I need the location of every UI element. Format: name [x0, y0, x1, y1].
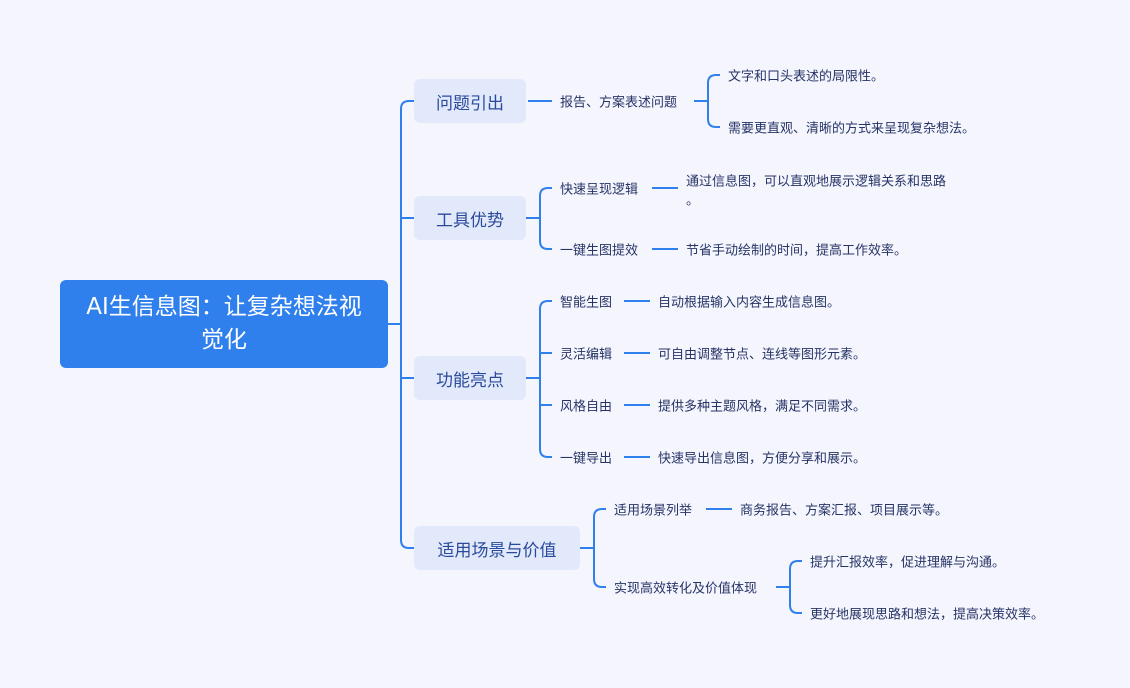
leaf-node[interactable]: 快速导出信息图，方便分享和展示。 [658, 451, 867, 467]
branch-node-advantages[interactable]: 工具优势 [414, 196, 526, 240]
branch-label: 功能亮点 [436, 370, 504, 391]
subtopic-node[interactable]: 一键生图提效 [560, 243, 639, 259]
leaf-node[interactable]: 可自由调整节点、连线等图形元素。 [658, 347, 867, 363]
subtopic-node[interactable]: 报告、方案表述问题 [560, 95, 678, 111]
leaf-node[interactable]: 自动根据输入内容生成信息图。 [658, 295, 841, 311]
leaf-node[interactable]: 通过信息图，可以直观地展示逻辑关系和思路 [686, 174, 947, 190]
leaf-node[interactable]: 更好地展现思路和想法，提高决策效率。 [810, 607, 1045, 623]
leaf-node[interactable]: 需要更直观、清晰的方式来呈现复杂想法。 [728, 121, 976, 137]
branch-node-problem[interactable]: 问题引出 [414, 79, 526, 123]
branch-node-scenarios[interactable]: 适用场景与价值 [414, 526, 580, 570]
leaf-node[interactable]: 提升汇报效率，促进理解与沟通。 [810, 555, 1006, 571]
leaf-node[interactable]: 商务报告、方案汇报、项目展示等。 [740, 503, 949, 519]
leaf-node[interactable]: 文字和口头表述的局限性。 [728, 69, 885, 85]
branch-label: 适用场景与价值 [437, 540, 557, 561]
leaf-node[interactable]: 节省手动绘制的时间，提高工作效率。 [686, 243, 908, 259]
subtopic-node[interactable]: 一键导出 [560, 451, 613, 467]
subtopic-node[interactable]: 灵活编辑 [560, 347, 613, 363]
subtopic-node[interactable]: 智能生图 [560, 295, 613, 311]
branch-node-features[interactable]: 功能亮点 [414, 356, 526, 400]
subtopic-node[interactable]: 适用场景列举 [614, 503, 693, 519]
subtopic-node[interactable]: 风格自由 [560, 399, 613, 415]
leaf-node[interactable]: 提供多种主题风格，满足不同需求。 [658, 399, 867, 415]
subtopic-node[interactable]: 快速呈现逻辑 [560, 182, 639, 198]
root-label: AI生信息图：让复杂想法视觉化 [86, 294, 362, 353]
subtopic-node[interactable]: 实现高效转化及价值体现 [614, 581, 758, 597]
branch-label: 工具优势 [436, 210, 504, 231]
branch-label: 问题引出 [436, 93, 504, 114]
leaf-node-wrap: 。 [686, 193, 700, 209]
root-node[interactable]: AI生信息图：让复杂想法视觉化 [60, 280, 388, 368]
